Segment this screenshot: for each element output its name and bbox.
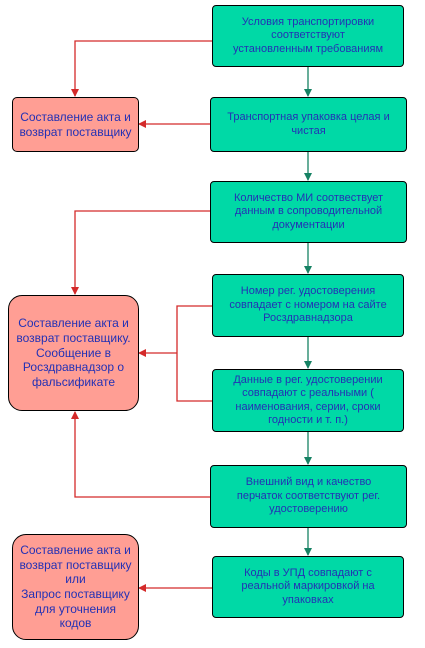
outcome-return-and-report-falsification: Составление акта и возврат поставщику. С… <box>8 295 139 411</box>
step-gloves-appearance-label: Внешний вид и качество перчаток соответс… <box>236 476 381 516</box>
step-packaging-intact: Транспортная упаковка целая и чистая <box>210 97 407 152</box>
outcome-return-or-request-codes-label: Составление акта и возврат поставщику ил… <box>19 543 132 631</box>
step-transport-conditions-label: Условия транспортировки соответствуют ус… <box>232 15 384 55</box>
reject-arrow-step4 <box>176 305 212 353</box>
reject-arrow-step6 <box>71 411 210 498</box>
reject-arrow-step5 <box>176 353 212 402</box>
step-registration-data: Данные в рег. удостоверении совпадают с … <box>212 369 404 432</box>
step-registration-data-label: Данные в рег. удостоверении совпадают с … <box>233 373 383 426</box>
step-upd-codes-label: Коды в УПД совпадают с реальной маркиров… <box>241 566 375 606</box>
step-gloves-appearance: Внешний вид и качество перчаток соответс… <box>210 465 407 528</box>
step-packaging-intact-label: Транспортная упаковка целая и чистая <box>227 111 390 137</box>
step-upd-codes: Коды в УПД совпадают с реальной маркиров… <box>212 556 404 618</box>
reject-arrow-step1 <box>71 40 212 97</box>
outcome-return-or-request-codes: Составление акта и возврат поставщику ил… <box>12 534 139 640</box>
step-registration-number: Номер рег. удостоверения совпадает с ном… <box>212 274 404 337</box>
reject-arrow-step3 <box>71 210 210 295</box>
outcome-return-to-supplier: Составление акта и возврат поставщику <box>12 97 139 152</box>
step-transport-conditions: Условия транспортировки соответствуют ус… <box>212 5 404 67</box>
step-registration-number-label: Номер рег. удостоверения совпадает с ном… <box>229 285 387 325</box>
outcome-return-to-supplier-label: Составление акта и возврат поставщику <box>19 109 132 139</box>
step-quantity-matches-label: Количество МИ соотвествует данным в сопр… <box>233 191 384 231</box>
step-quantity-matches: Количество МИ соотвествует данным в сопр… <box>210 181 407 243</box>
outcome-return-and-report-falsification-label: Составление акта и возврат поставщику. С… <box>16 316 131 389</box>
